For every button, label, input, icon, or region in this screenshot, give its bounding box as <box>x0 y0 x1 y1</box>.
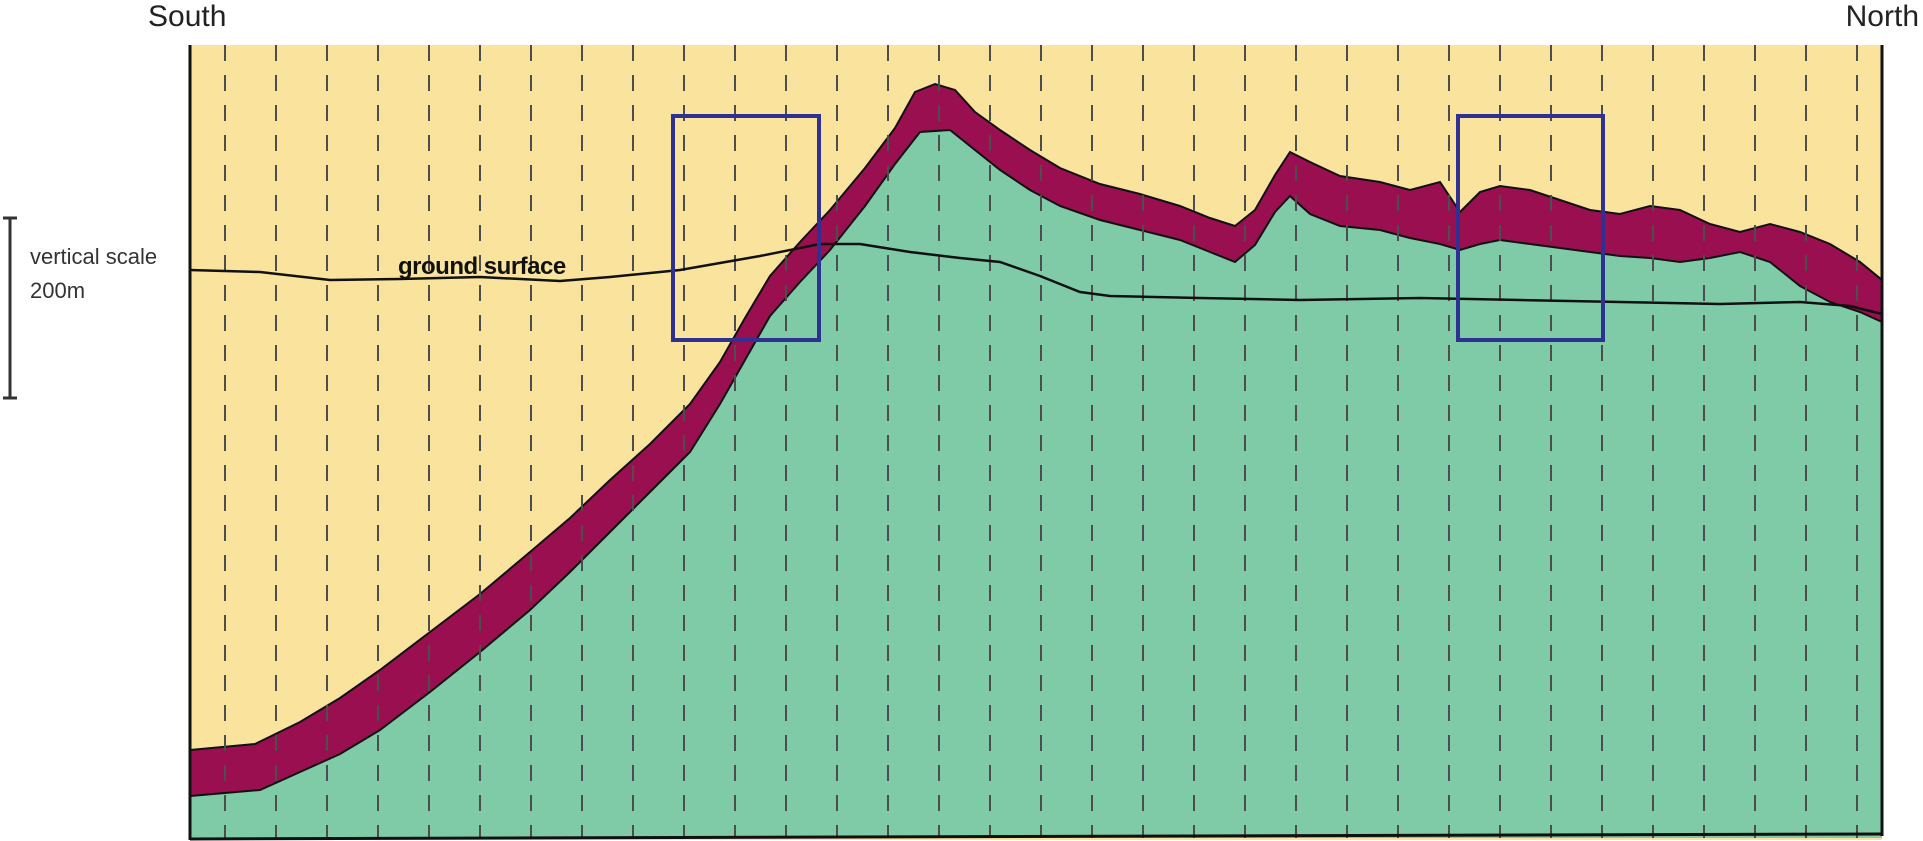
highlight-box-south <box>671 114 821 342</box>
vertical-scale-label: vertical scale 200m <box>30 240 157 308</box>
frame-bottom <box>189 832 1883 841</box>
dashed-gridlines <box>224 45 1858 838</box>
north-label: North <box>1845 0 1919 33</box>
vertical-scale-text: vertical scale <box>30 244 158 269</box>
ground-surface-label: ground surface <box>398 253 566 280</box>
vertical-scale-value: 200m <box>30 278 86 303</box>
highlight-box-north <box>1456 114 1605 342</box>
scale-bar <box>3 216 17 400</box>
south-label: South <box>148 0 227 33</box>
